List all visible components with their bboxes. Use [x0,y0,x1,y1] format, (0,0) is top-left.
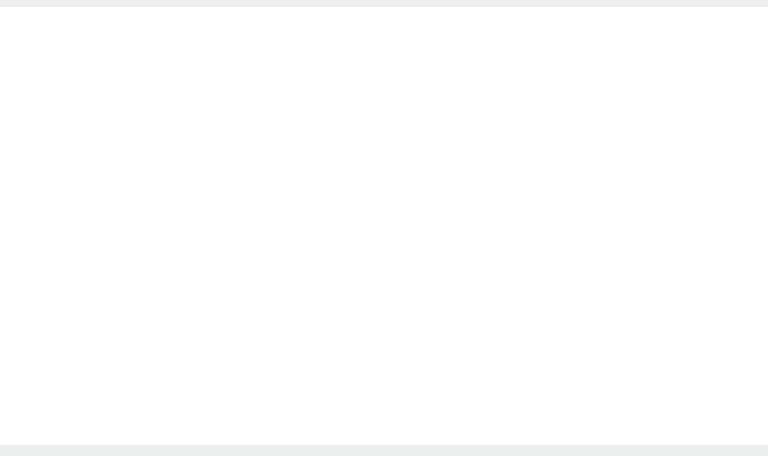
slide-content-area [0,7,768,445]
page-band-top [0,0,768,7]
page-band-bottom [0,445,768,456]
